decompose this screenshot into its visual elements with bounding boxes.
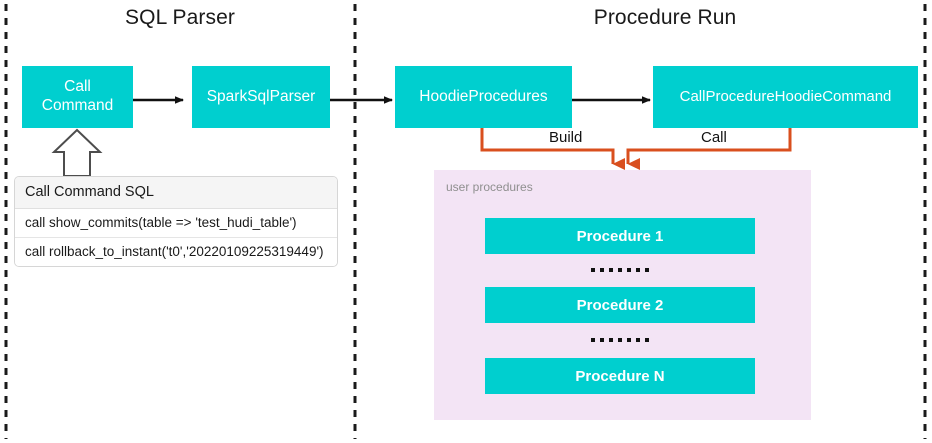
node-call-command[interactable]: Call Command bbox=[22, 66, 133, 128]
procedure-box-2-label: Procedure 2 bbox=[576, 296, 664, 314]
section-title-sql-parser: SQL Parser bbox=[125, 6, 235, 29]
procedure-box-1-label: Procedure 1 bbox=[576, 227, 664, 245]
node-call-command-label: Call Command bbox=[42, 78, 114, 116]
node-call-procedure-hoodie-command-label: CallProcedureHoodieCommand bbox=[679, 87, 892, 105]
user-procedures-panel: user procedures Procedure 1 Procedure 2 … bbox=[434, 170, 811, 420]
dot bbox=[591, 268, 595, 272]
dot bbox=[609, 268, 613, 272]
dot bbox=[600, 268, 604, 272]
call-command-sql-table: Call Command SQL call show_commits(table… bbox=[14, 176, 338, 267]
node-hoodie-procedures-label: HoodieProcedures bbox=[419, 87, 548, 105]
dot bbox=[627, 338, 631, 342]
edge-label-call: Call bbox=[697, 129, 731, 146]
node-call-command-line2: Command bbox=[41, 97, 114, 114]
section-title-procedure-run: Procedure Run bbox=[593, 6, 737, 29]
sql-table-header: Call Command SQL bbox=[15, 177, 337, 209]
dot bbox=[645, 268, 649, 272]
hollow-block-arrow-sql-to-call bbox=[51, 128, 103, 177]
dot bbox=[627, 268, 631, 272]
dot bbox=[636, 338, 640, 342]
procedure-box-1[interactable]: Procedure 1 bbox=[485, 218, 755, 254]
node-spark-sql-parser-label: SparkSqlParser bbox=[206, 87, 316, 105]
dot bbox=[636, 268, 640, 272]
edge-label-build: Build bbox=[545, 129, 587, 146]
dot bbox=[645, 338, 649, 342]
dot bbox=[618, 268, 622, 272]
procedure-box-n-label: Procedure N bbox=[575, 367, 665, 385]
node-call-procedure-hoodie-command[interactable]: CallProcedureHoodieCommand bbox=[653, 66, 918, 128]
procedure-box-2[interactable]: Procedure 2 bbox=[485, 287, 755, 323]
dot bbox=[609, 338, 613, 342]
sql-table-row: call rollback_to_instant('t0','202201092… bbox=[15, 238, 337, 266]
dot bbox=[618, 338, 622, 342]
sql-table-row: call show_commits(table => 'test_hudi_ta… bbox=[15, 209, 337, 238]
node-call-command-line1: Call bbox=[64, 78, 91, 96]
dot bbox=[600, 338, 604, 342]
dot bbox=[591, 338, 595, 342]
node-hoodie-procedures[interactable]: HoodieProcedures bbox=[395, 66, 572, 128]
user-procedures-label: user procedures bbox=[446, 180, 533, 194]
procedure-separator-dots bbox=[485, 333, 755, 347]
procedure-box-n[interactable]: Procedure N bbox=[485, 358, 755, 394]
procedure-separator-dots bbox=[485, 263, 755, 277]
node-spark-sql-parser[interactable]: SparkSqlParser bbox=[192, 66, 330, 128]
